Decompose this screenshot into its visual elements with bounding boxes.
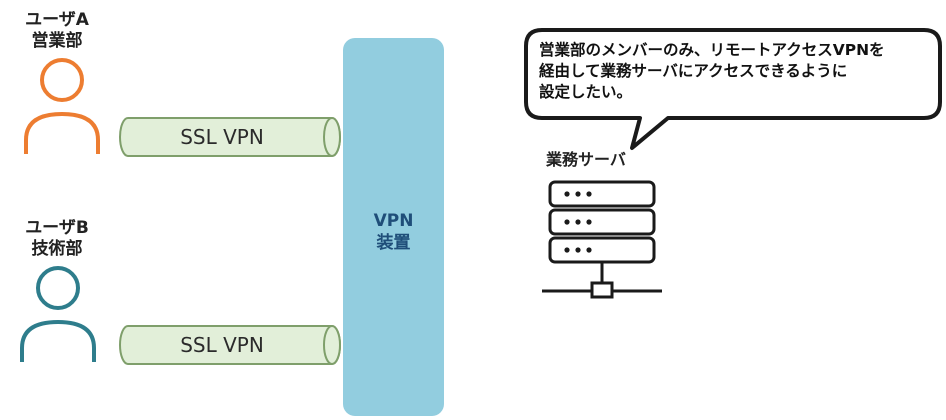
user-b-label: ユーザB 技術部 — [12, 218, 102, 260]
user-b-person-icon — [20, 266, 96, 362]
tunnel-b-label: SSL VPN — [180, 333, 264, 357]
vpn-device-box — [343, 38, 444, 416]
tunnel-a-pipe — [119, 117, 341, 157]
bubble-line2: 経由して業務サーバにアクセスできるように — [539, 62, 848, 80]
tunnel-a-label: SSL VPN — [180, 125, 264, 149]
vpn-device-line1: VPN — [373, 211, 414, 231]
user-b-dept: 技術部 — [31, 239, 83, 259]
vpn-device-label: VPN 装置 — [343, 210, 444, 254]
user-a-label: ユーザA 営業部 — [12, 10, 102, 52]
bubble-line3: 設定したい。 — [539, 83, 633, 101]
tunnel-b-pipe — [119, 325, 341, 365]
server-rack-icon — [542, 180, 662, 299]
server-label: 業務サーバ — [546, 150, 626, 169]
user-a-name: ユーザA — [25, 10, 89, 30]
bubble-line1: 営業部のメンバーのみ、リモートアクセスVPNを — [539, 41, 885, 59]
user-a-person-icon — [24, 58, 100, 154]
user-b-name: ユーザB — [25, 218, 89, 238]
bubble-text: 営業部のメンバーのみ、リモートアクセスVPNを 経由して業務サーバにアクセスでき… — [539, 40, 939, 103]
vpn-device-line2: 装置 — [376, 233, 411, 253]
user-a-dept: 営業部 — [31, 31, 83, 51]
